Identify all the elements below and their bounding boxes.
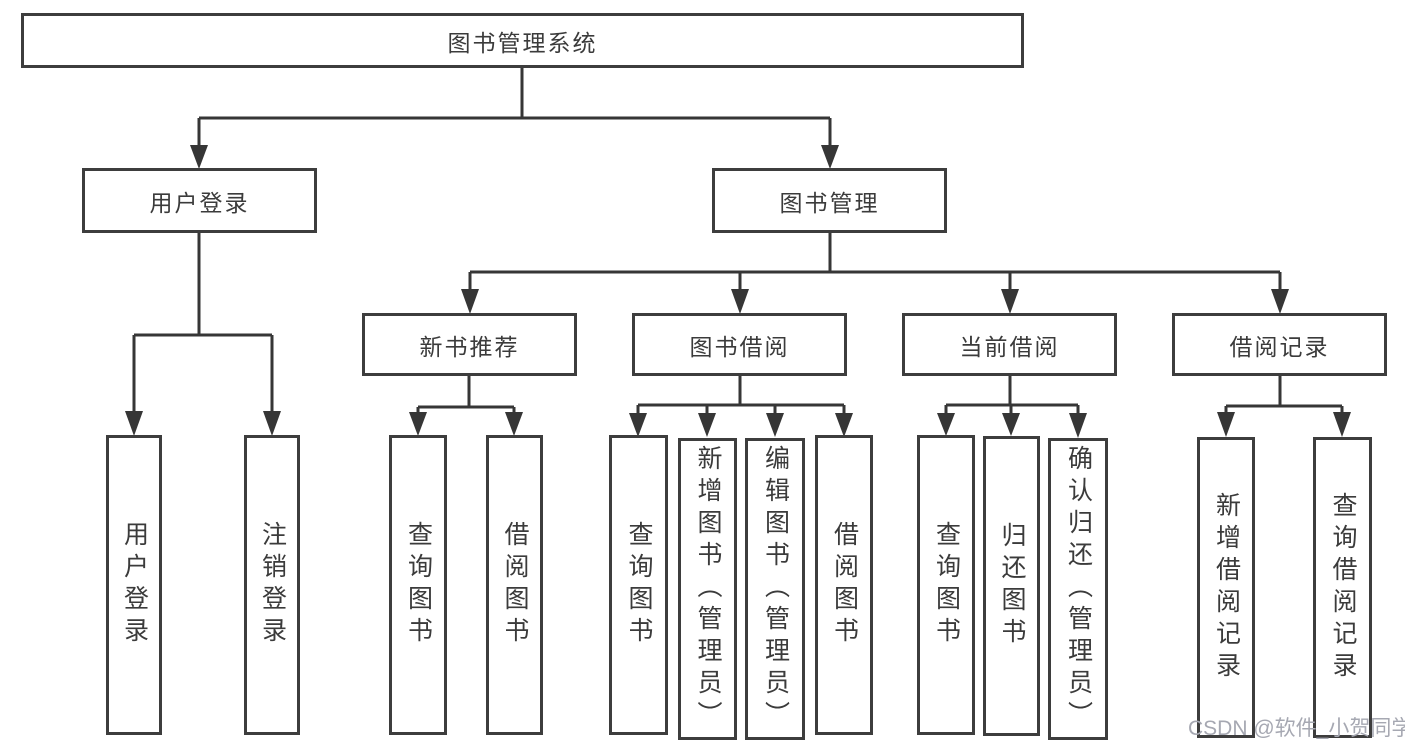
node-label: 图书借阅 <box>689 333 790 360</box>
node-label: 新增图书（管理员） <box>694 445 722 733</box>
node-borrow-records: 借阅记录 <box>1172 313 1387 376</box>
node-label: 查询借阅记录 <box>1329 491 1357 684</box>
node-label: 借阅图书 <box>830 521 859 649</box>
csdn-watermark: CSDN @软件_小贺同学 <box>1188 717 1405 740</box>
node-label: 用户登录 <box>149 189 250 216</box>
leaf-query-borrow-record: 查询借阅记录 <box>1313 437 1372 738</box>
leaf-query-books-3: 查询图书 <box>917 435 975 735</box>
node-label: 图书管理系统 <box>447 29 598 56</box>
node-label: 查询图书 <box>625 521 653 649</box>
node-label: 查询图书 <box>404 521 433 649</box>
node-label: 归还图书 <box>998 522 1026 650</box>
node-label: 新书推荐 <box>419 333 520 360</box>
node-label: 图书管理 <box>779 189 880 216</box>
node-library-system: 图书管理系统 <box>21 13 1024 68</box>
leaf-confirm-return-admin: 确认归还（管理员） <box>1048 438 1108 740</box>
node-label: 注销登录 <box>258 521 287 649</box>
node-label: 用户登录 <box>120 521 149 649</box>
node-label: 借阅记录 <box>1229 333 1330 360</box>
node-label: 当前借阅 <box>959 333 1060 360</box>
leaf-query-books-1: 查询图书 <box>389 435 447 735</box>
leaf-logout: 注销登录 <box>244 435 300 735</box>
node-label: 确认归还（管理员） <box>1064 445 1093 733</box>
node-user-login: 用户登录 <box>82 168 317 233</box>
node-current-borrow: 当前借阅 <box>902 313 1117 376</box>
edge-bookborrow-to-leaves <box>629 376 853 437</box>
edge-bookmgmt-to-level3 <box>461 233 1289 314</box>
leaf-borrow-books-2: 借阅图书 <box>815 435 873 735</box>
leaf-add-borrow-record: 新增借阅记录 <box>1197 437 1255 738</box>
edge-currentborrow-to-leaves <box>937 376 1087 438</box>
leaf-add-books-admin: 新增图书（管理员） <box>678 438 737 740</box>
node-label: 借阅图书 <box>501 521 529 649</box>
node-label: 新增借阅记录 <box>1212 491 1241 684</box>
edge-userlogin-to-leaves <box>125 233 281 436</box>
leaf-return-books: 归还图书 <box>983 436 1040 736</box>
node-book-management: 图书管理 <box>712 168 947 233</box>
edge-root-to-level2 <box>190 68 839 169</box>
leaf-borrow-books-1: 借阅图书 <box>486 435 543 735</box>
node-book-borrow: 图书借阅 <box>632 313 847 376</box>
node-label: 查询图书 <box>932 521 961 649</box>
leaf-user-login: 用户登录 <box>106 435 162 735</box>
node-new-book-recommend: 新书推荐 <box>362 313 577 376</box>
leaf-edit-books-admin: 编辑图书（管理员） <box>745 438 805 740</box>
leaf-query-books-2: 查询图书 <box>609 435 668 735</box>
edge-records-to-leaves <box>1217 376 1351 437</box>
edge-newbook-to-leaves <box>409 376 523 436</box>
node-label: 编辑图书（管理员） <box>761 445 790 733</box>
